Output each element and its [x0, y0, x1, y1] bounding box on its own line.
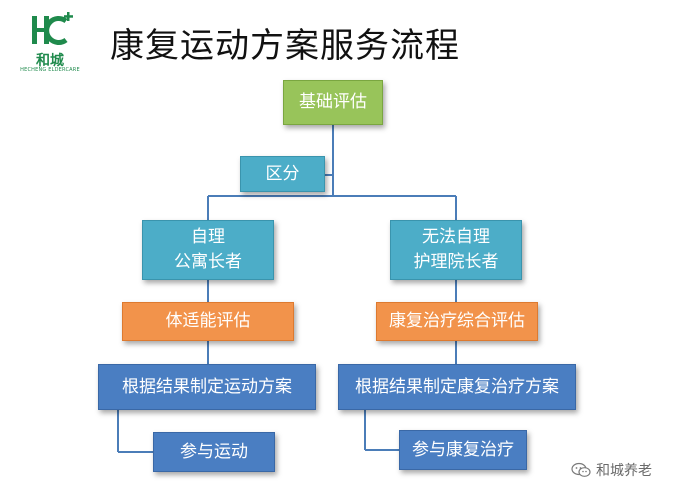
node-self-care-line2: 公寓长者 [174, 252, 242, 272]
node-non-self-care-line2: 护理院长者 [413, 252, 499, 272]
watermark: 和城养老 [571, 460, 652, 480]
node-non-self-care: 无法自理 护理院长者 [390, 220, 522, 280]
node-exercise-plan-label: 根据结果制定运动方案 [122, 376, 292, 397]
node-basic-assessment: 基础评估 [283, 80, 383, 125]
node-rehab-plan: 根据结果制定康复治疗方案 [338, 364, 576, 410]
logo-name: 和城 [36, 53, 64, 69]
node-self-care: 自理 公寓长者 [142, 220, 274, 280]
node-rehab-plan-label: 根据结果制定康复治疗方案 [355, 376, 559, 397]
node-distinguish: 区分 [240, 156, 325, 192]
node-join-exercise: 参与运动 [153, 432, 275, 472]
wechat-icon [571, 462, 591, 477]
node-rehab-assessment: 康复治疗综合评估 [376, 302, 538, 341]
node-basic-assessment-label: 基础评估 [299, 92, 367, 113]
watermark-text: 和城养老 [596, 463, 652, 479]
node-fitness-assessment: 体适能评估 [122, 302, 294, 341]
logo: 和城 HECHENG ELDERCARE [20, 12, 80, 74]
node-join-rehab-label: 参与康复治疗 [412, 439, 514, 460]
node-self-care-line1: 自理 [191, 227, 225, 248]
node-fitness-assessment-label: 体适能评估 [165, 311, 251, 332]
node-rehab-assessment-label: 康复治疗综合评估 [389, 311, 525, 332]
logo-mark-icon [32, 12, 73, 45]
node-join-rehab: 参与康复治疗 [399, 430, 527, 470]
node-join-exercise-label: 参与运动 [180, 441, 248, 462]
node-non-self-care-line1: 无法自理 [422, 227, 490, 248]
logo-subtitle: HECHENG ELDERCARE [20, 67, 80, 73]
page-title: 康复运动方案服务流程 [110, 26, 460, 66]
node-exercise-plan: 根据结果制定运动方案 [98, 364, 316, 410]
node-distinguish-label: 区分 [265, 163, 300, 184]
